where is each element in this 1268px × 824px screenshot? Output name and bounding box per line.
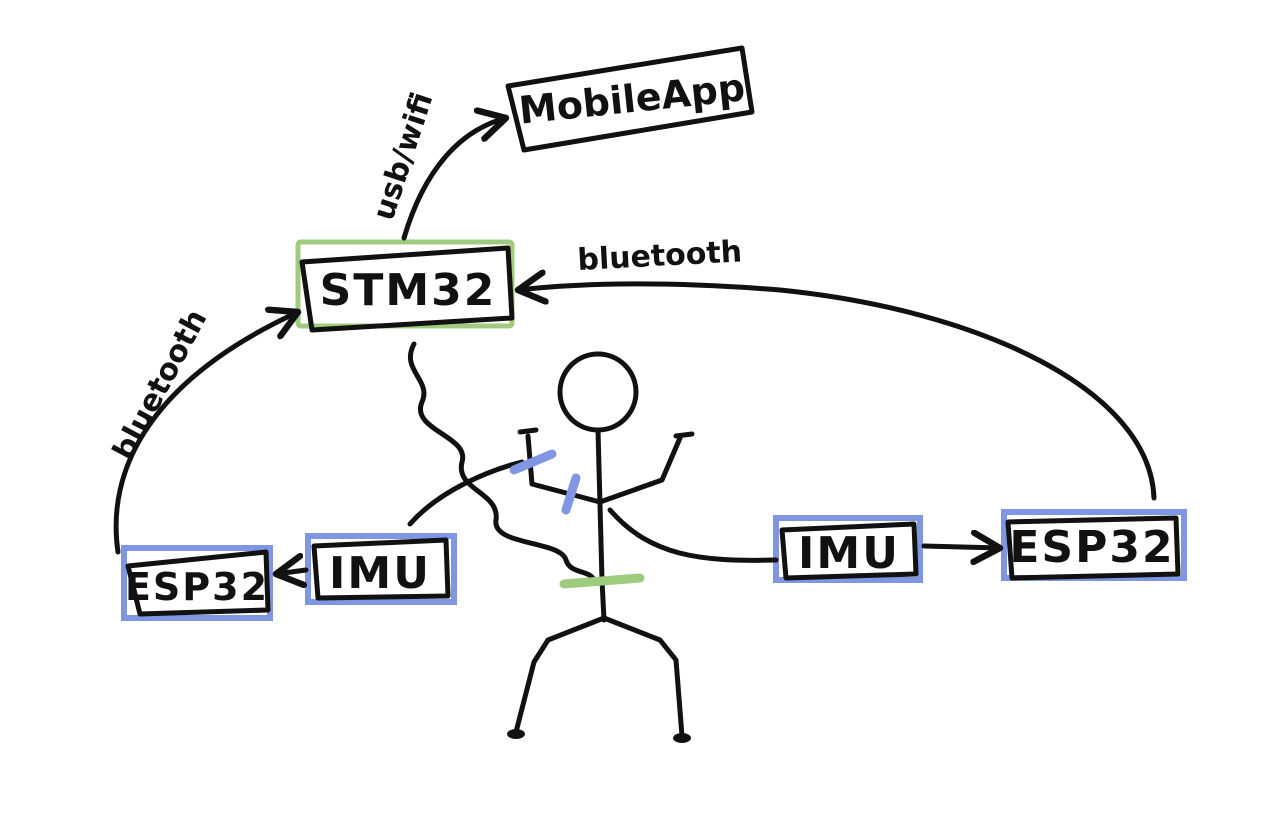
left-esp-to-stm32-label: bluetooth: [106, 304, 214, 466]
esp32-left-node: ESP32: [121, 545, 273, 621]
esp32-right-label: ESP32: [1009, 522, 1174, 573]
person-figure: [507, 351, 695, 743]
head-shape: [557, 351, 639, 433]
left-imu-wire: [407, 459, 525, 527]
right-esp-to-stm32-label: bluetooth: [577, 234, 743, 278]
right-leg-line: [601, 615, 685, 739]
stm32-node: STM32: [295, 239, 515, 333]
torso-line: [595, 427, 607, 623]
mobile-app-label: MobileApp: [517, 65, 747, 132]
left-esp-to-stm32-arrow: [113, 312, 298, 555]
imu-left-to-esp32-arrow: [276, 570, 309, 574]
stm32-to-app-arrow: [401, 118, 506, 241]
imu-right-node: IMU: [773, 515, 923, 583]
left-leg-line: [513, 615, 607, 735]
imu-left-node: IMU: [305, 533, 457, 605]
imu-right-label: IMU: [798, 528, 900, 579]
right-hand-mark: [673, 431, 695, 439]
stm32-wire: [407, 341, 597, 583]
esp32-left-label: ESP32: [125, 565, 269, 609]
arms-line: [525, 433, 683, 505]
left-foot-shape: [507, 729, 525, 739]
esp32-right-node: ESP32: [1001, 509, 1187, 581]
right-esp-to-stm32-arrow: [518, 284, 1157, 501]
imu-right-to-esp32-arrow: [921, 546, 1000, 548]
right-imu-wire: [607, 507, 779, 563]
mobile-app-node: MobileApp: [505, 45, 755, 153]
right-foot-shape: [673, 733, 691, 743]
imu-left-label: IMU: [329, 548, 431, 599]
arm-sensor-mark: [561, 473, 581, 515]
left-hand-mark: [517, 427, 539, 435]
wrist-sensor-mark: [509, 449, 557, 475]
stm32-to-app-label: usb/wifi: [366, 88, 440, 224]
waist-controller-mark: [559, 573, 645, 589]
stm32-label: STM32: [320, 265, 497, 316]
